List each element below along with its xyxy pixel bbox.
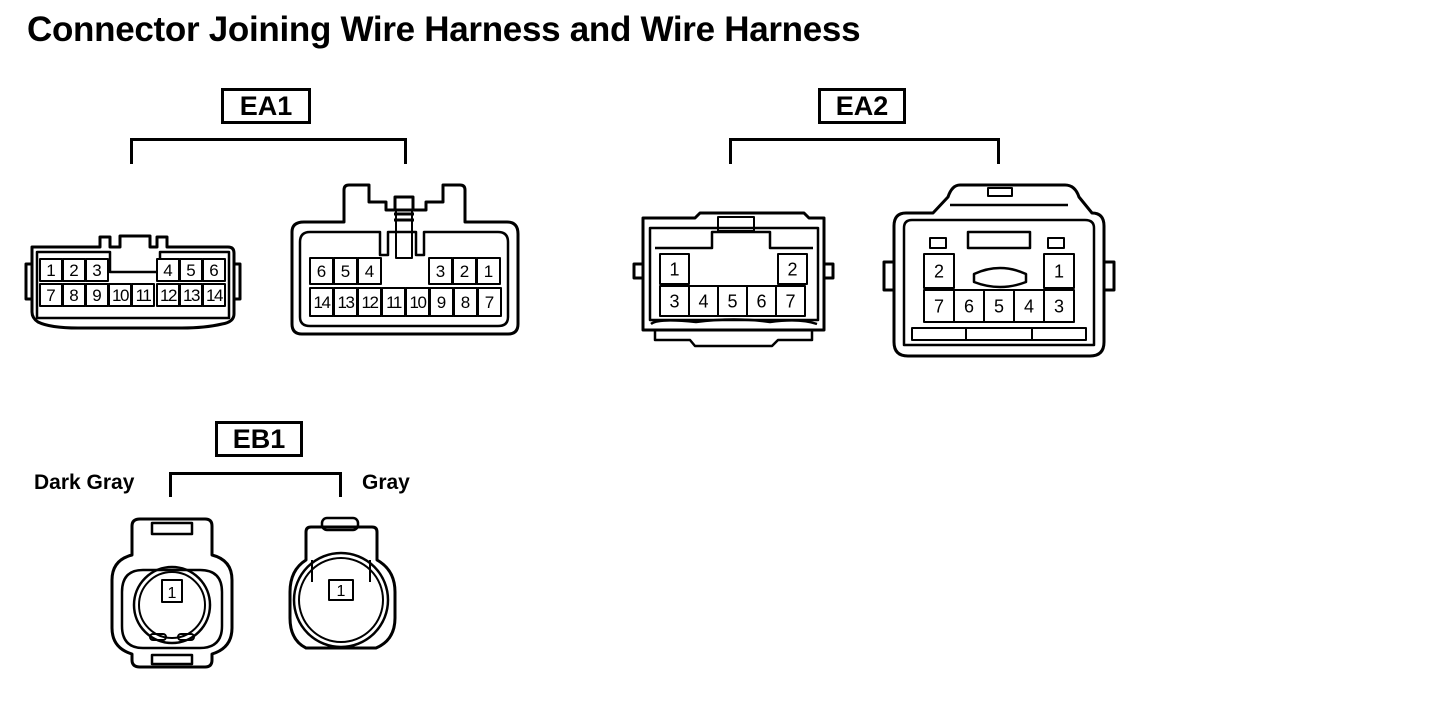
ea2-right-pin-3: 3 bbox=[1054, 296, 1064, 316]
ea2-left-cell bbox=[659, 253, 690, 285]
ea1-left-pin-3: 3 bbox=[92, 261, 101, 280]
ea2-right-cell bbox=[1013, 289, 1045, 323]
ea2-left-cell bbox=[775, 285, 806, 317]
ea2-left-pin-6: 6 bbox=[756, 291, 766, 311]
ea2-left-cell bbox=[659, 285, 690, 317]
connector-code-ea2: EA2 bbox=[818, 88, 906, 124]
eb1-right-connector: 1 bbox=[288, 516, 397, 650]
ea2-left-pin-4: 4 bbox=[698, 291, 708, 311]
ea1-right-pin-12: 12 bbox=[362, 293, 379, 312]
ea1-right-pin-8: 8 bbox=[461, 293, 470, 312]
bracket-ea2 bbox=[729, 138, 1000, 164]
ea2-right-cell bbox=[1043, 289, 1075, 323]
ea1-right-pin-5: 5 bbox=[341, 262, 350, 281]
ea1-right-pin-14: 14 bbox=[314, 293, 331, 312]
ea1-right-pin-11: 11 bbox=[386, 293, 402, 312]
connector-code-eb1: EB1 bbox=[215, 421, 303, 457]
ea1-left-pin-5: 5 bbox=[186, 261, 195, 280]
ea1-right-cell bbox=[476, 257, 501, 285]
wire-color-right: Gray bbox=[362, 471, 410, 494]
ea1-left-pin-12: 12 bbox=[160, 286, 177, 305]
bracket-ea1 bbox=[130, 138, 407, 164]
ea1-left-pin-6: 6 bbox=[209, 261, 218, 280]
ea2-right-cell bbox=[923, 253, 955, 289]
ea1-left-pin-10: 10 bbox=[112, 286, 129, 305]
connector-code-ea1: EA1 bbox=[221, 88, 311, 124]
wire-color-left: Dark Gray bbox=[34, 471, 135, 494]
ea1-left-pin-9: 9 bbox=[92, 286, 101, 305]
ea2-left-cell bbox=[688, 285, 719, 317]
ea2-right-pin-1: 1 bbox=[1054, 261, 1064, 281]
ea1-left-pin-2: 2 bbox=[69, 261, 78, 280]
ea2-right-cell bbox=[953, 289, 985, 323]
ea2-right-pin-4: 4 bbox=[1024, 296, 1034, 316]
ea1-left-cell bbox=[202, 258, 226, 282]
ea1-left-pin-13: 13 bbox=[183, 286, 200, 305]
ea1-right-pin-4: 4 bbox=[365, 262, 374, 281]
ea2-right-pin-5: 5 bbox=[994, 296, 1004, 316]
ea1-left-cell bbox=[131, 283, 155, 307]
ea1-right-pin-1: 1 bbox=[484, 262, 493, 281]
ea1-right-cell bbox=[357, 257, 382, 285]
ea2-left-pin-5: 5 bbox=[727, 291, 737, 311]
ea1-right-pin-7: 7 bbox=[485, 293, 494, 312]
ea2-right-pin-2: 2 bbox=[934, 261, 944, 281]
ea1-right-pin-2: 2 bbox=[460, 262, 469, 281]
ea2-left-pin-2: 2 bbox=[787, 259, 797, 279]
ea2-left-pin-3: 3 bbox=[669, 291, 679, 311]
ea1-left-pin-4: 4 bbox=[163, 261, 172, 280]
bracket-eb1 bbox=[169, 472, 342, 497]
ea2-left-cell bbox=[777, 253, 808, 285]
eb1-right-pin-1: 1 bbox=[337, 583, 346, 600]
eb1-left-connector: 1 bbox=[110, 517, 234, 669]
ea1-left-pin-8: 8 bbox=[69, 286, 78, 305]
ea1-right-pin-10: 10 bbox=[410, 293, 427, 312]
ea1-left-cell bbox=[202, 283, 226, 307]
ea1-right-pin-3: 3 bbox=[436, 262, 445, 281]
ea1-left-pin-14: 14 bbox=[206, 286, 223, 305]
ea2-right-cell bbox=[1043, 253, 1075, 289]
ea2-left-pin-1: 1 bbox=[669, 259, 679, 279]
ea1-left-pin-11: 11 bbox=[136, 286, 152, 305]
ea1-right-pin-6: 6 bbox=[317, 262, 326, 281]
ea1-right-pin-9: 9 bbox=[437, 293, 446, 312]
ea1-left-pin-7: 7 bbox=[46, 286, 55, 305]
ea1-left-cell bbox=[85, 258, 109, 282]
page-title: Connector Joining Wire Harness and Wire … bbox=[27, 10, 861, 49]
ea2-right-pin-6: 6 bbox=[964, 296, 974, 316]
ea1-right-cell bbox=[477, 287, 502, 317]
ea1-right-pin-13: 13 bbox=[338, 293, 355, 312]
eb1-left-pin-1: 1 bbox=[168, 585, 177, 602]
ea1-left-pin-1: 1 bbox=[46, 261, 55, 280]
ea2-left-pin-7: 7 bbox=[785, 291, 795, 311]
ea2-right-pin-7: 7 bbox=[934, 296, 944, 316]
